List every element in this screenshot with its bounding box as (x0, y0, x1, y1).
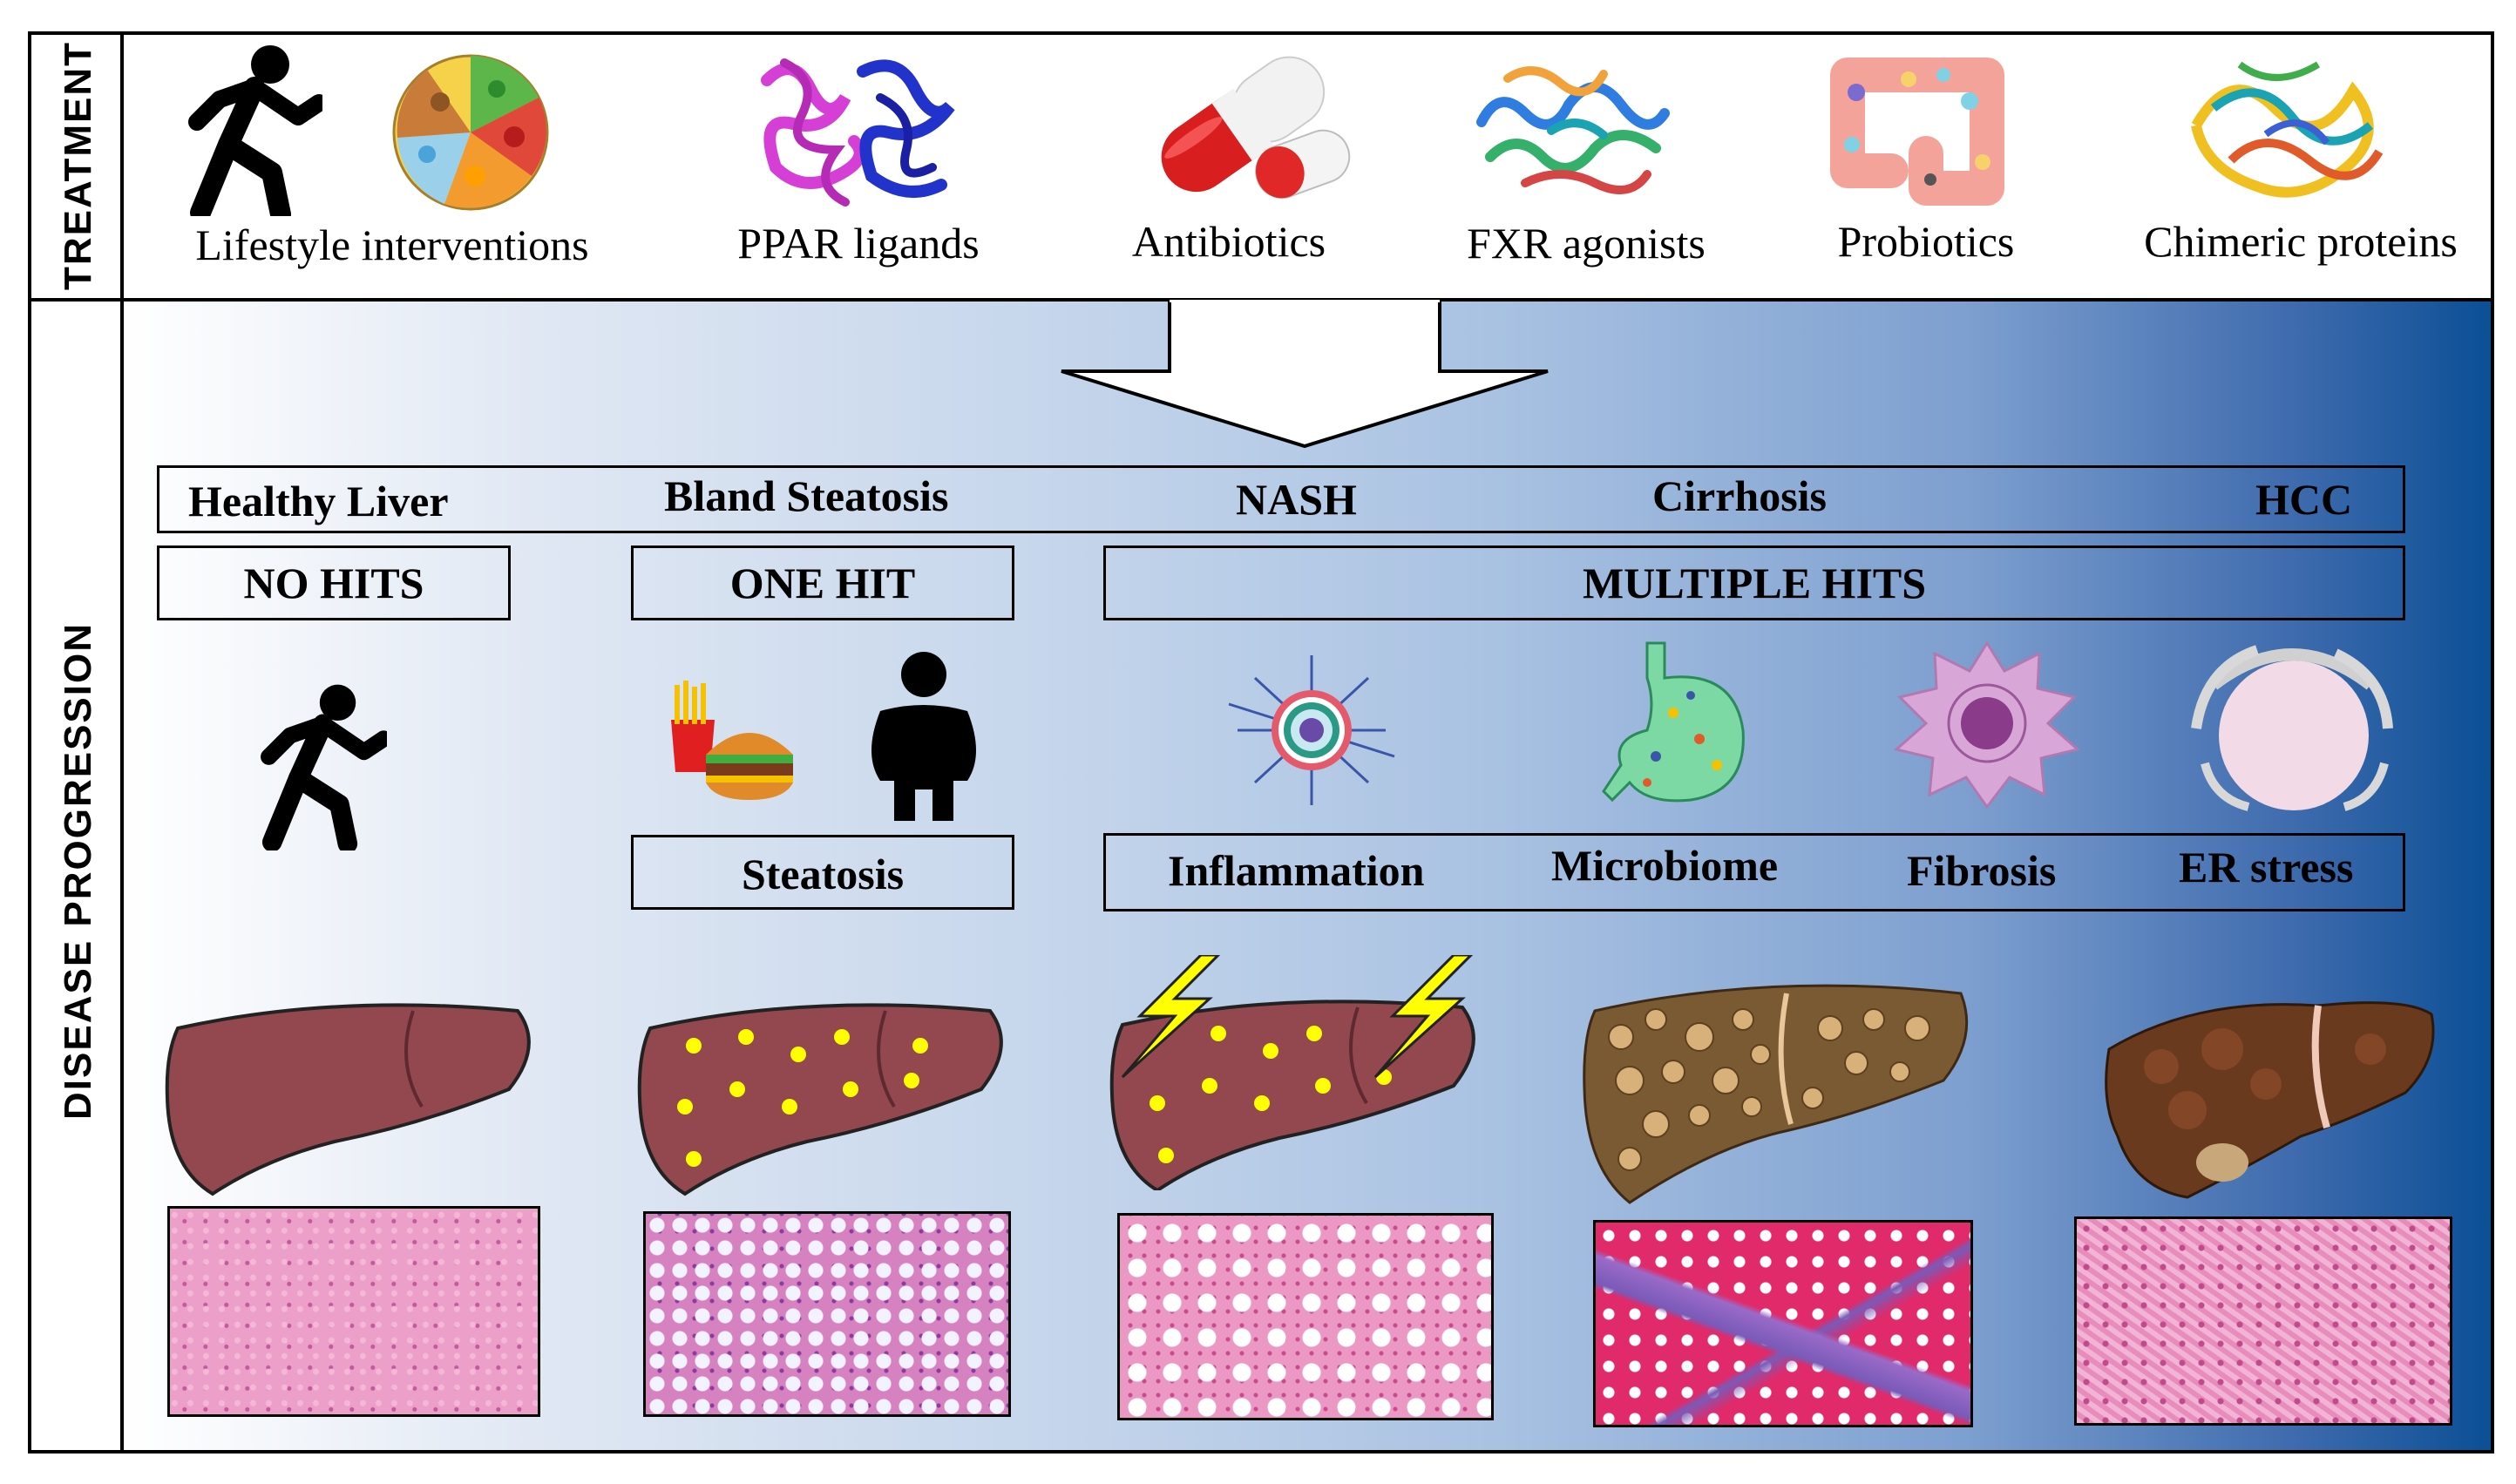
histology-healthy (167, 1206, 540, 1417)
treatment-side-label: TREATMENT (57, 40, 99, 291)
capsule-pill-icon (1161, 56, 1351, 199)
stage-nash: NASH (1236, 475, 1357, 524)
treatment-label-antibiotics: Antibiotics (1131, 217, 1326, 266)
fast-food-icon (671, 681, 793, 800)
running-person-icon (261, 684, 387, 850)
histology-nash (1117, 1213, 1494, 1420)
healthy-food-plate-icon (392, 54, 549, 211)
lightning-bolt-icon (1121, 955, 1221, 1079)
stage-hcc: HCC (2255, 475, 2353, 524)
multiple-hits-box: MULTIPLE HITS (1103, 545, 2405, 620)
chimeric-protein-structure-icon (2191, 61, 2384, 198)
inflammation-icon (1228, 655, 1395, 805)
figure-frame (28, 31, 2494, 1454)
treatment-label-ppar: PPAR ligands (737, 219, 980, 268)
stage-healthy-liver: Healthy Liver (188, 477, 449, 525)
one-hit-box: ONE HIT (631, 545, 1014, 620)
down-arrow (1061, 300, 1549, 449)
stage-cirrhosis: Cirrhosis (1652, 471, 1827, 520)
treatment-label-chimeric: Chimeric proteins (2144, 217, 2458, 266)
fibrosis-cell-icon (1893, 640, 2081, 810)
disease-progression-side-label: DISEASE PROGRESSION (57, 621, 99, 1120)
factors-box (1103, 833, 2405, 911)
inflammation-label: Inflammation (1168, 846, 1425, 895)
microbiome-stomach-icon (1602, 641, 1745, 803)
histology-hcc (2074, 1216, 2452, 1426)
steatosis-label: Steatosis (631, 835, 1014, 910)
treatment-label-fxr: FXR agonists (1467, 219, 1706, 268)
no-hits-box: NO HITS (157, 545, 511, 620)
nash-liver-icon (1109, 955, 1475, 1190)
cirrhosis-liver-icon (1583, 984, 1969, 1204)
er-stress-label: ER stress (2179, 843, 2354, 891)
er-stress-cell-icon (2191, 645, 2393, 811)
stage-bland-steatosis: Bland Steatosis (664, 471, 949, 520)
hcc-liver-icon (2105, 1001, 2435, 1199)
healthy-liver-icon (165, 1003, 531, 1196)
stages-bar (157, 465, 2405, 533)
treatment-label-lifestyle: Lifestyle interventions (195, 220, 589, 269)
intestine-bacteria-icon (1830, 58, 2004, 206)
running-person-icon (188, 45, 322, 216)
ppar-protein-structure-icon (761, 58, 955, 207)
histology-cirrhosis (1593, 1220, 1973, 1427)
treatment-label-probiotics: Probiotics (1837, 217, 2015, 266)
fxr-protein-structure-icon (1476, 66, 1670, 194)
microbiome-label: Microbiome (1551, 841, 1779, 890)
steatosis-liver-icon (637, 1003, 1003, 1196)
histology-bland-steatosis (643, 1211, 1011, 1417)
column-divider (120, 31, 124, 1454)
obese-person-icon (871, 652, 976, 821)
fibrosis-label: Fibrosis (1907, 846, 2057, 895)
